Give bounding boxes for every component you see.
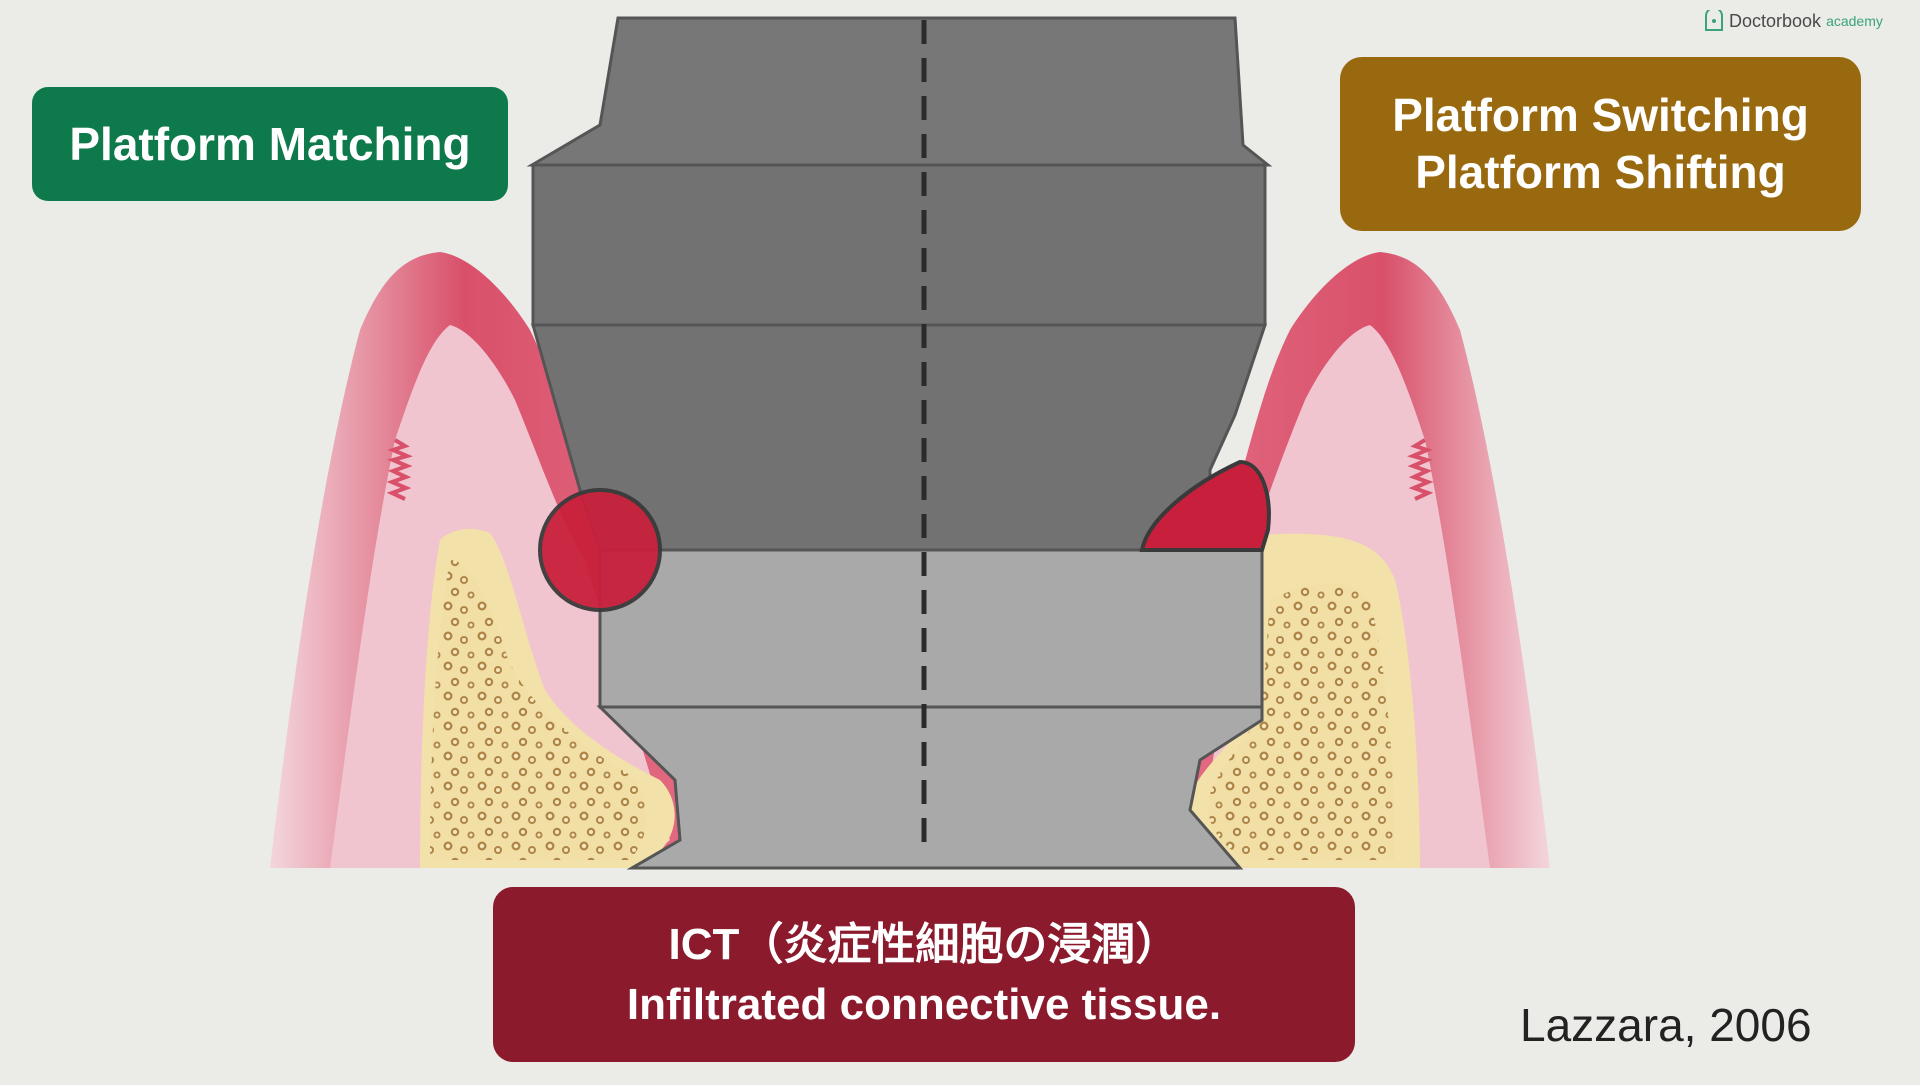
ict-shape-right xyxy=(1139,459,1271,552)
ict-label: ICT（炎症性細胞の浸潤） Infiltrated connective tis… xyxy=(493,887,1355,1062)
brand-name: Doctorbook xyxy=(1729,10,1822,31)
implant-body xyxy=(596,548,1264,870)
ict-japanese-text: ICT（炎症性細胞の浸潤） xyxy=(668,919,1180,969)
platform-switching-label: Platform Switching Platform Shifting xyxy=(1340,57,1861,231)
platform-matching-text: Platform Matching xyxy=(69,118,471,170)
platform-switching-text: Platform Switching xyxy=(1392,89,1809,141)
brand-logo: Doctorbook academy xyxy=(1704,10,1883,32)
platform-matching-label: Platform Matching xyxy=(32,87,508,201)
platform-shifting-text: Platform Shifting xyxy=(1415,146,1786,198)
ict-english-text: Infiltrated connective tissue. xyxy=(626,979,1222,1029)
brand-suffix: academy xyxy=(1826,13,1883,29)
left-bone xyxy=(420,529,675,868)
ict-circle-left xyxy=(538,488,662,612)
book-icon xyxy=(1705,10,1723,31)
right-bone xyxy=(1189,533,1420,868)
citation: Lazzara, 2006 xyxy=(1520,999,1812,1051)
implant-abutment xyxy=(526,16,1273,552)
